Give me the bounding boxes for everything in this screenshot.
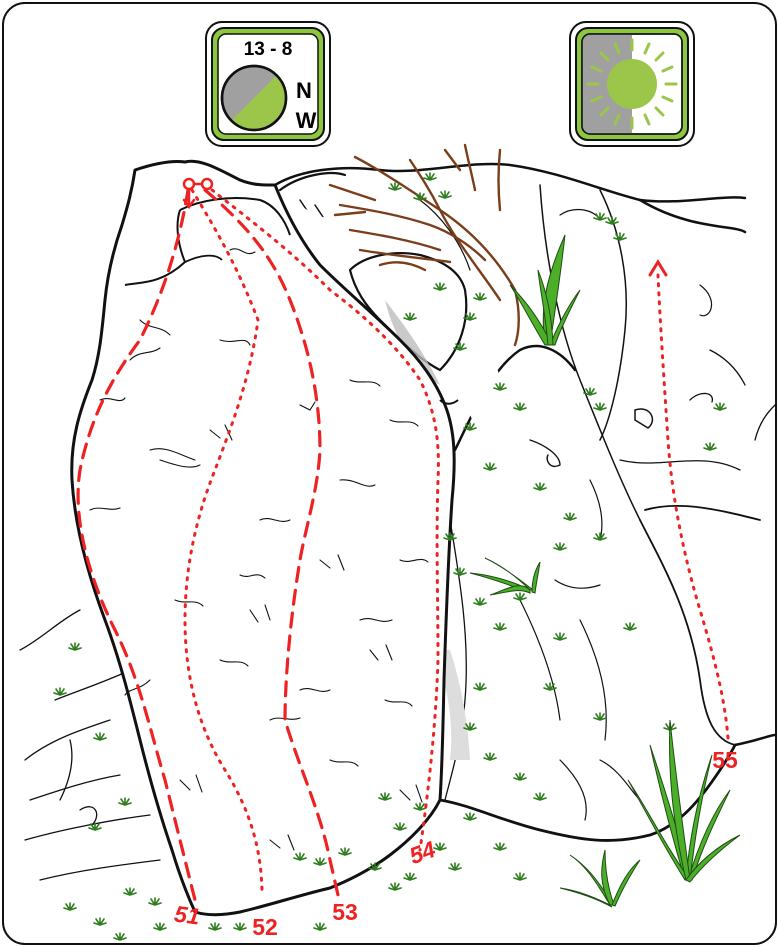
direction-primary: N [296, 78, 312, 103]
route-number-55: 55 [712, 747, 738, 773]
route-number-51: 51 [173, 900, 202, 929]
route-number-52: 52 [252, 914, 278, 940]
orientation-badge: 13 - 8 N W [206, 22, 330, 146]
direction-secondary: W [296, 108, 317, 133]
sun-exposure-badge [570, 22, 694, 146]
compass-dial-icon [222, 66, 286, 130]
orientation-hours: 13 - 8 [244, 39, 293, 60]
route-number-53: 53 [332, 899, 358, 925]
